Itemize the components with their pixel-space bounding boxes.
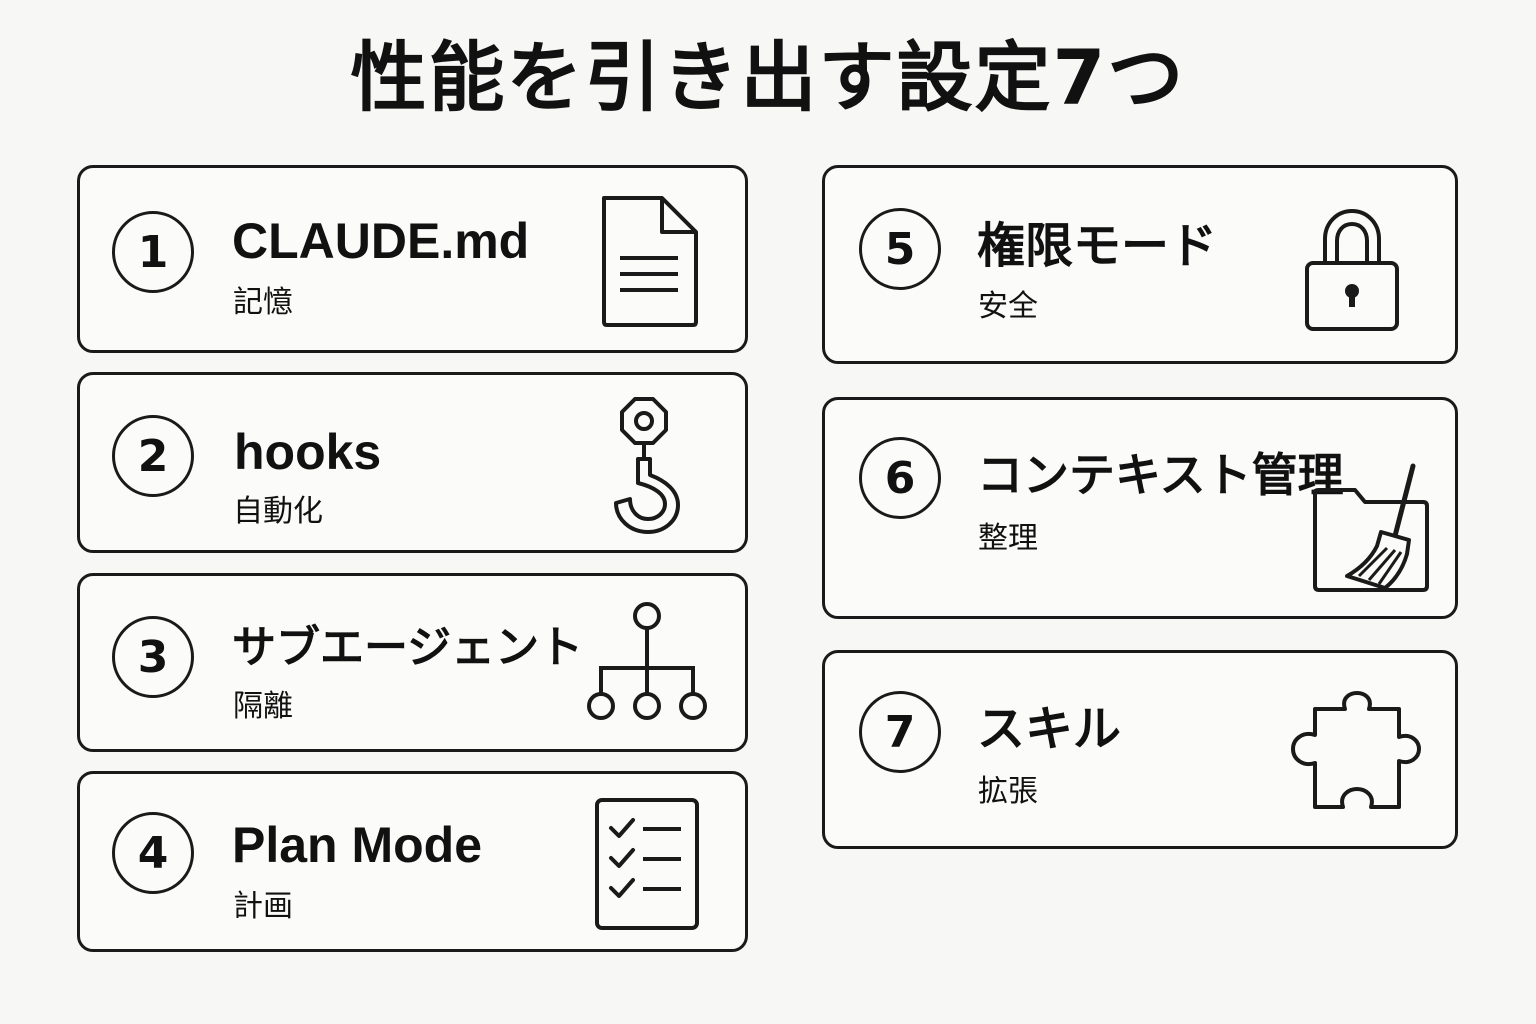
- card-title: コンテキスト管理: [977, 448, 1344, 502]
- number-badge: 7: [859, 691, 941, 773]
- folder-broom-icon: [1309, 462, 1435, 594]
- card-title: Plan Mode: [232, 817, 483, 873]
- card-subtitle: 安全: [978, 289, 1038, 324]
- card-title: hooks: [234, 424, 382, 480]
- card-subtitle: 計画: [233, 889, 293, 924]
- card-plan-mode: 4 Plan Mode 計画: [77, 771, 748, 952]
- card-subtitle: 記憶: [233, 285, 293, 320]
- card-subtitle: 隔離: [233, 689, 293, 724]
- card-claude-md: 1 CLAUDE.md 記憶: [77, 165, 748, 353]
- card-skills: 7 スキル 拡張: [822, 650, 1458, 849]
- card-subtitle: 整理: [978, 521, 1038, 556]
- hook-icon: [608, 395, 688, 537]
- number-badge: 6: [859, 437, 941, 519]
- page-title: 性能を引き出す設定7つ: [350, 33, 1186, 122]
- number-badge: 2: [112, 415, 194, 497]
- card-hooks: 2 hooks 自動化: [77, 372, 748, 553]
- checklist-icon: [593, 796, 701, 932]
- card-permission-mode: 5 権限モード 安全: [822, 165, 1458, 364]
- document-icon: [598, 194, 702, 328]
- card-subtitle: 拡張: [978, 774, 1038, 809]
- card-context-management: 6 コンテキスト管理 整理: [822, 397, 1458, 619]
- number-badge: 5: [859, 208, 941, 290]
- card-title: CLAUDE.md: [232, 213, 530, 269]
- puzzle-icon: [1287, 691, 1427, 813]
- card-title: サブエージェント: [232, 622, 584, 673]
- card-title: スキル: [977, 701, 1122, 757]
- card-title: 権限モード: [977, 218, 1218, 274]
- card-subtitle: 自動化: [233, 494, 323, 529]
- card-subagent: 3 サブエージェント 隔離: [77, 573, 748, 752]
- number-badge: 4: [112, 812, 194, 894]
- number-badge: 1: [112, 211, 194, 293]
- lock-icon: [1303, 205, 1401, 333]
- number-badge: 3: [112, 616, 194, 698]
- hierarchy-icon: [583, 600, 711, 724]
